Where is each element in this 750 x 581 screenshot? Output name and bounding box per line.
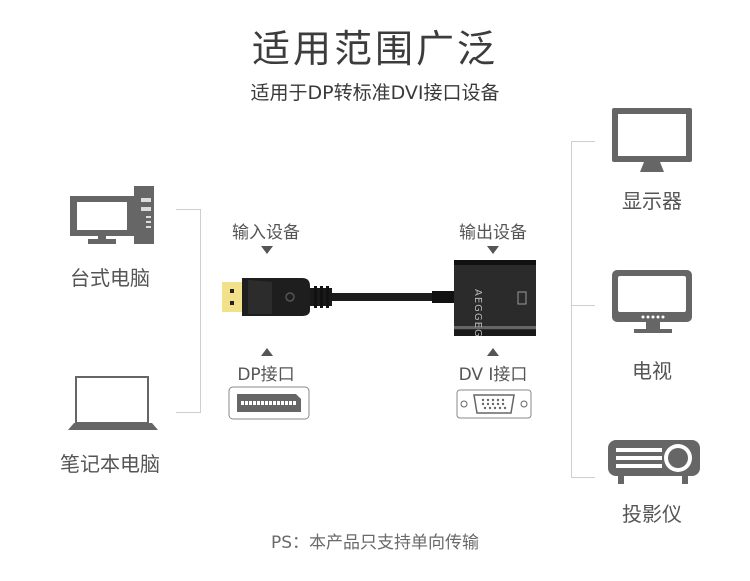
- footnote: PS：本产品只支持单向传输: [270, 533, 480, 553]
- target-label-monitor: 显示器: [622, 189, 682, 213]
- arrow-up-icon: [487, 348, 499, 356]
- tv-icon: [610, 268, 694, 334]
- bracket-line: [200, 209, 201, 413]
- desktop-computer-icon: [68, 184, 160, 246]
- source-label-desktop: 台式电脑: [70, 266, 150, 290]
- bracket-line: [571, 477, 595, 478]
- source-label-laptop: 笔记本电脑: [60, 452, 160, 476]
- monitor-icon: [610, 106, 694, 174]
- dvi-port-label: DV I接口: [458, 365, 528, 385]
- bracket-line: [571, 141, 572, 478]
- target-label-projector: 投影仪: [622, 502, 682, 526]
- target-label-tv: 电视: [632, 359, 672, 383]
- dvi-port-icon: [456, 389, 532, 419]
- laptop-icon: [66, 374, 160, 430]
- bracket-line: [571, 305, 595, 306]
- bracket-line: [571, 141, 595, 142]
- dp-to-dvi-adapter: [222, 256, 552, 336]
- dp-port-label: DP接口: [237, 365, 295, 385]
- bracket-line: [176, 412, 200, 413]
- dp-port-icon: [228, 386, 310, 420]
- arrow-up-icon: [261, 348, 273, 356]
- arrow-down-icon: [487, 246, 499, 254]
- page-title: 适用范围广泛: [251, 27, 498, 71]
- projector-icon: [606, 438, 702, 490]
- bracket-line: [176, 209, 200, 210]
- input-device-label: 输入设备: [232, 223, 300, 243]
- output-device-label: 输出设备: [459, 223, 527, 243]
- adapter-brand-text: AEGGEG: [472, 289, 483, 338]
- page-subtitle: 适用于DP转标准DVI接口设备: [250, 82, 500, 104]
- arrow-down-icon: [261, 246, 273, 254]
